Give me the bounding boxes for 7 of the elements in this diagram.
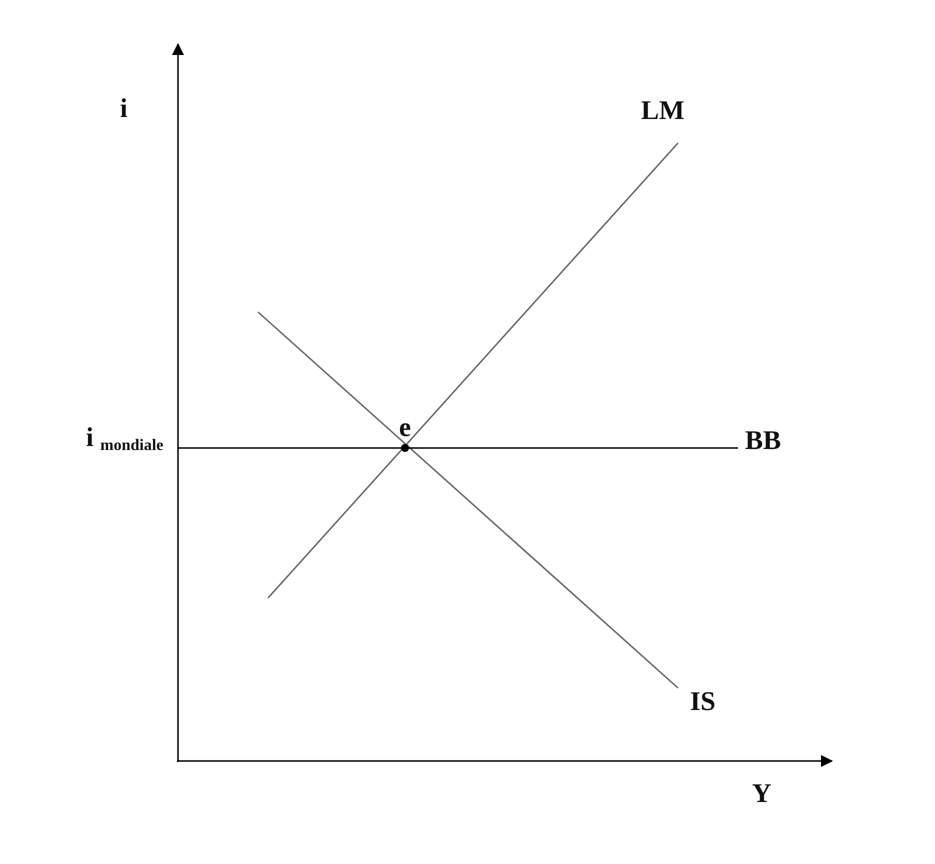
curve-label: LM (641, 97, 684, 124)
axis-label: i $_{mondiale}$ (86, 424, 164, 454)
axis-label: i (120, 95, 128, 122)
point-label: e (399, 414, 411, 441)
curve-label: BB (745, 427, 782, 454)
axis-label: Y (752, 780, 772, 807)
curve-label: IS (690, 688, 716, 715)
